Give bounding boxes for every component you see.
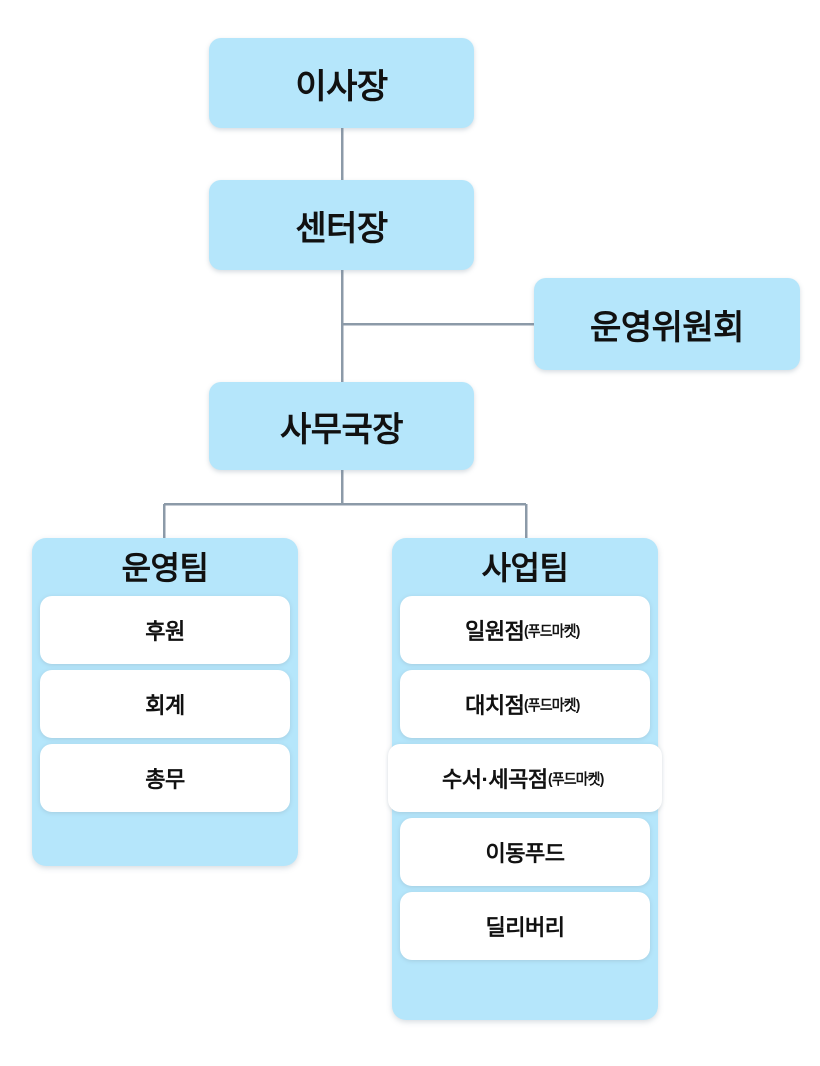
team-member-name: 이동푸드 [485,841,565,866]
team-member-name: 대치점 [465,693,525,718]
node-chairman-label: 이사장 [295,67,388,106]
team-member-card[interactable]: 일원점(푸드마켓) [400,596,650,664]
team-member-name: 수서·세곡점 [442,767,548,792]
team-panel-operations[interactable]: 운영팀 후원 회계 총무 [32,538,298,866]
node-secretary-general-label: 사무국장 [279,410,404,449]
team-member-suffix: (푸드마켓) [524,696,580,714]
node-chairman[interactable]: 이사장 [209,38,474,128]
node-center-director-label: 센터장 [295,209,388,248]
team-title-business: 사업팀 [481,550,569,586]
team-member-card[interactable]: 수서·세곡점(푸드마켓) [388,744,662,812]
team-members-business: 일원점(푸드마켓) 대치점(푸드마켓) 수서·세곡점(푸드마켓) 이동푸드 딜리… [388,596,662,960]
team-member-name: 딜리버리 [485,915,565,940]
team-member-card[interactable]: 총무 [40,744,290,812]
team-member-card[interactable]: 딜리버리 [400,892,650,960]
team-member-suffix: (푸드마켓) [524,622,580,640]
team-member-name: 총무 [145,767,185,792]
team-member-name: 회계 [145,693,185,718]
team-members-operations: 후원 회계 총무 [32,596,298,812]
team-member-card[interactable]: 이동푸드 [400,818,650,886]
team-panel-business[interactable]: 사업팀 일원점(푸드마켓) 대치점(푸드마켓) 수서·세곡점(푸드마켓) 이동푸… [388,538,662,1020]
team-member-suffix: (푸드마켓) [547,770,604,788]
team-title-operations: 운영팀 [121,550,209,586]
node-steering-committee-label: 운영위원회 [590,308,744,347]
node-center-director[interactable]: 센터장 [209,180,474,270]
team-member-card[interactable]: 후원 [40,596,290,664]
node-steering-committee[interactable]: 운영위원회 [534,278,800,370]
team-member-name: 일원점 [465,619,525,644]
team-member-name: 후원 [145,619,185,644]
node-secretary-general[interactable]: 사무국장 [209,382,474,470]
team-member-card[interactable]: 대치점(푸드마켓) [400,670,650,738]
team-member-card[interactable]: 회계 [40,670,290,738]
